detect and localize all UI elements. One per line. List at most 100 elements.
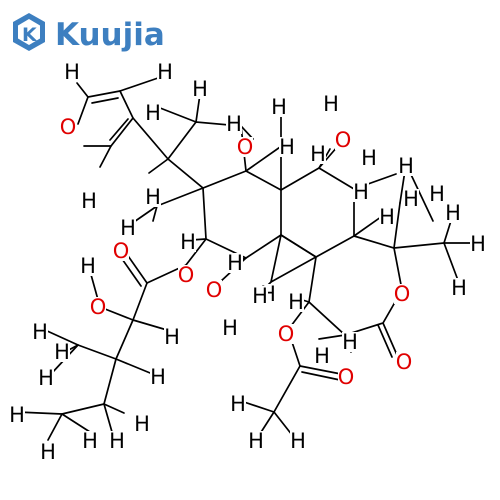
kuujia-logo: K Kuujia <box>13 13 165 53</box>
atom-label-text: H <box>398 154 414 178</box>
atom-h-h_ring_b: H <box>271 95 287 119</box>
atom-label-text: H <box>288 290 304 314</box>
atom-o-o_hydroxyl_mid: O <box>206 278 223 302</box>
atom-h-h_side_me_c: H <box>38 366 54 390</box>
atom-h-h_furan_b: H <box>157 60 173 84</box>
atom-label-text: H <box>323 92 339 116</box>
atom-label-text: H <box>314 344 330 368</box>
atom-o-o_acetate: O <box>278 322 295 346</box>
atom-h-h_me2_b: H <box>470 232 486 256</box>
atom-label-text: H <box>80 254 96 278</box>
atom-label-text: H <box>271 95 287 119</box>
atom-o-o_lactone_co: O <box>396 350 413 374</box>
atom-label-text: H <box>120 216 136 240</box>
atom-label-text: H <box>145 185 161 209</box>
atom-label-text: H <box>403 187 419 211</box>
atom-o-o_bridge: O <box>237 135 254 159</box>
atom-h-h_furan_c: H <box>81 189 97 213</box>
atom-h-h_eth_b: H <box>40 440 56 464</box>
atom-label-text: H <box>379 205 395 229</box>
atom-h-h_me1_b: H <box>403 187 419 211</box>
atom-h-h_c12: H <box>288 290 304 314</box>
atom-label-text: H <box>32 320 48 344</box>
atom-h-h_hydroxyl_top: H <box>323 92 339 116</box>
atom-h-h_eth_c: H <box>82 429 98 453</box>
atom-h-h_oh_side: H <box>80 254 96 278</box>
atom-label-text: O <box>90 295 107 319</box>
atom-o-o_acetate_co: O <box>338 365 355 389</box>
atom-h-h_me4_b: H <box>120 216 136 240</box>
atom-label-text: O <box>394 282 411 306</box>
atom-label-text: O <box>178 263 195 287</box>
atom-label-text: H <box>157 60 173 84</box>
atom-label-text: H <box>361 146 377 170</box>
atom-h-h_eth_e: H <box>134 412 150 436</box>
atom-h-h_cp_2: H <box>192 77 208 101</box>
atom-label-text: H <box>145 101 161 125</box>
atom-label-text: H <box>164 325 180 349</box>
atom-label-text: O <box>206 278 223 302</box>
atom-label-text: H <box>279 135 295 159</box>
atom-label-text: H <box>150 365 166 389</box>
atom-h-h_me1_a: H <box>398 154 414 178</box>
atom-label-text: H <box>9 403 25 427</box>
atom-o-o_ester_co: O <box>113 239 130 263</box>
atom-label-text: O <box>338 365 355 389</box>
logo-wordmark: Kuujia <box>55 17 165 53</box>
atom-h-h_hydroxyl_mid: H <box>222 316 238 340</box>
atom-label-text: H <box>451 276 467 300</box>
atom-h-h_c2b: H <box>361 146 377 170</box>
atom-h-h_ac_a: H <box>230 392 246 416</box>
atom-h-h_c9: H <box>180 230 196 254</box>
atom-labels: OHHHHHHHOHHOHHHHHHHHHHHOOHHHHHHHHOOHOHHH… <box>9 60 486 464</box>
atom-h-h_side_me_a: H <box>32 320 48 344</box>
atom-label-text: H <box>38 366 54 390</box>
atom-h-h_me4_c: H <box>141 189 157 213</box>
atom-h-h_side_me_b: H <box>54 340 70 364</box>
atom-h-h_me2_c: H <box>451 276 467 300</box>
atom-label-text: H <box>342 330 358 354</box>
atom-label-text: H <box>109 429 125 453</box>
hexagon-k-icon: K <box>13 13 45 51</box>
atom-h-h_cp_1: H <box>145 101 161 125</box>
atom-h-h_eth_a: H <box>9 403 25 427</box>
atom-label-text: O <box>396 350 413 374</box>
atom-o-o_oh_side: O <box>90 295 107 319</box>
atom-label-text: H <box>134 412 150 436</box>
atom-h-h_me2_a: H <box>445 201 461 225</box>
atom-h-h_eth_d: H <box>109 429 125 453</box>
atom-h-h_ring_a: H <box>226 112 242 136</box>
atom-label-text: O <box>237 135 254 159</box>
atom-label-text: H <box>192 77 208 101</box>
atom-h-h_c5: H <box>356 175 372 199</box>
atom-label-text: H <box>81 189 97 213</box>
atom-label-text: H <box>222 316 238 340</box>
atom-h-h_furan_a: H <box>64 60 80 84</box>
atom-h-h_c12b: H <box>287 290 303 314</box>
atom-label-text: H <box>445 201 461 225</box>
atom-label-text: H <box>64 60 80 84</box>
atom-label-text: O <box>335 128 352 152</box>
atom-h-h_me4_a: H <box>145 185 161 209</box>
atom-h-h_me1_c: H <box>429 182 445 206</box>
atom-label-text: H <box>226 112 242 136</box>
atom-label-text: H <box>470 232 486 256</box>
atom-h-h_c11: H <box>252 284 268 308</box>
atom-label-text: H <box>429 182 445 206</box>
atom-h-h_bridge: H <box>279 135 295 159</box>
atom-label-text: H <box>40 440 56 464</box>
atom-label-text: O <box>60 115 77 139</box>
atom-o-o_ester: O <box>178 263 195 287</box>
atom-h-h_side_ch: H <box>164 325 180 349</box>
atom-h-h_ac_b: H <box>248 429 264 453</box>
atom-h-h_c8: H <box>342 330 358 354</box>
atom-label-text: O <box>278 322 295 346</box>
atom-label-text: H <box>290 429 306 453</box>
atom-label-text: H <box>54 340 70 364</box>
atom-label-text: H <box>82 429 98 453</box>
atom-o-o_lactone: O <box>394 282 411 306</box>
atom-h-h_c3b: H <box>379 205 395 229</box>
atom-o-o_furan: O <box>60 115 77 139</box>
atom-label-text: O <box>113 239 130 263</box>
